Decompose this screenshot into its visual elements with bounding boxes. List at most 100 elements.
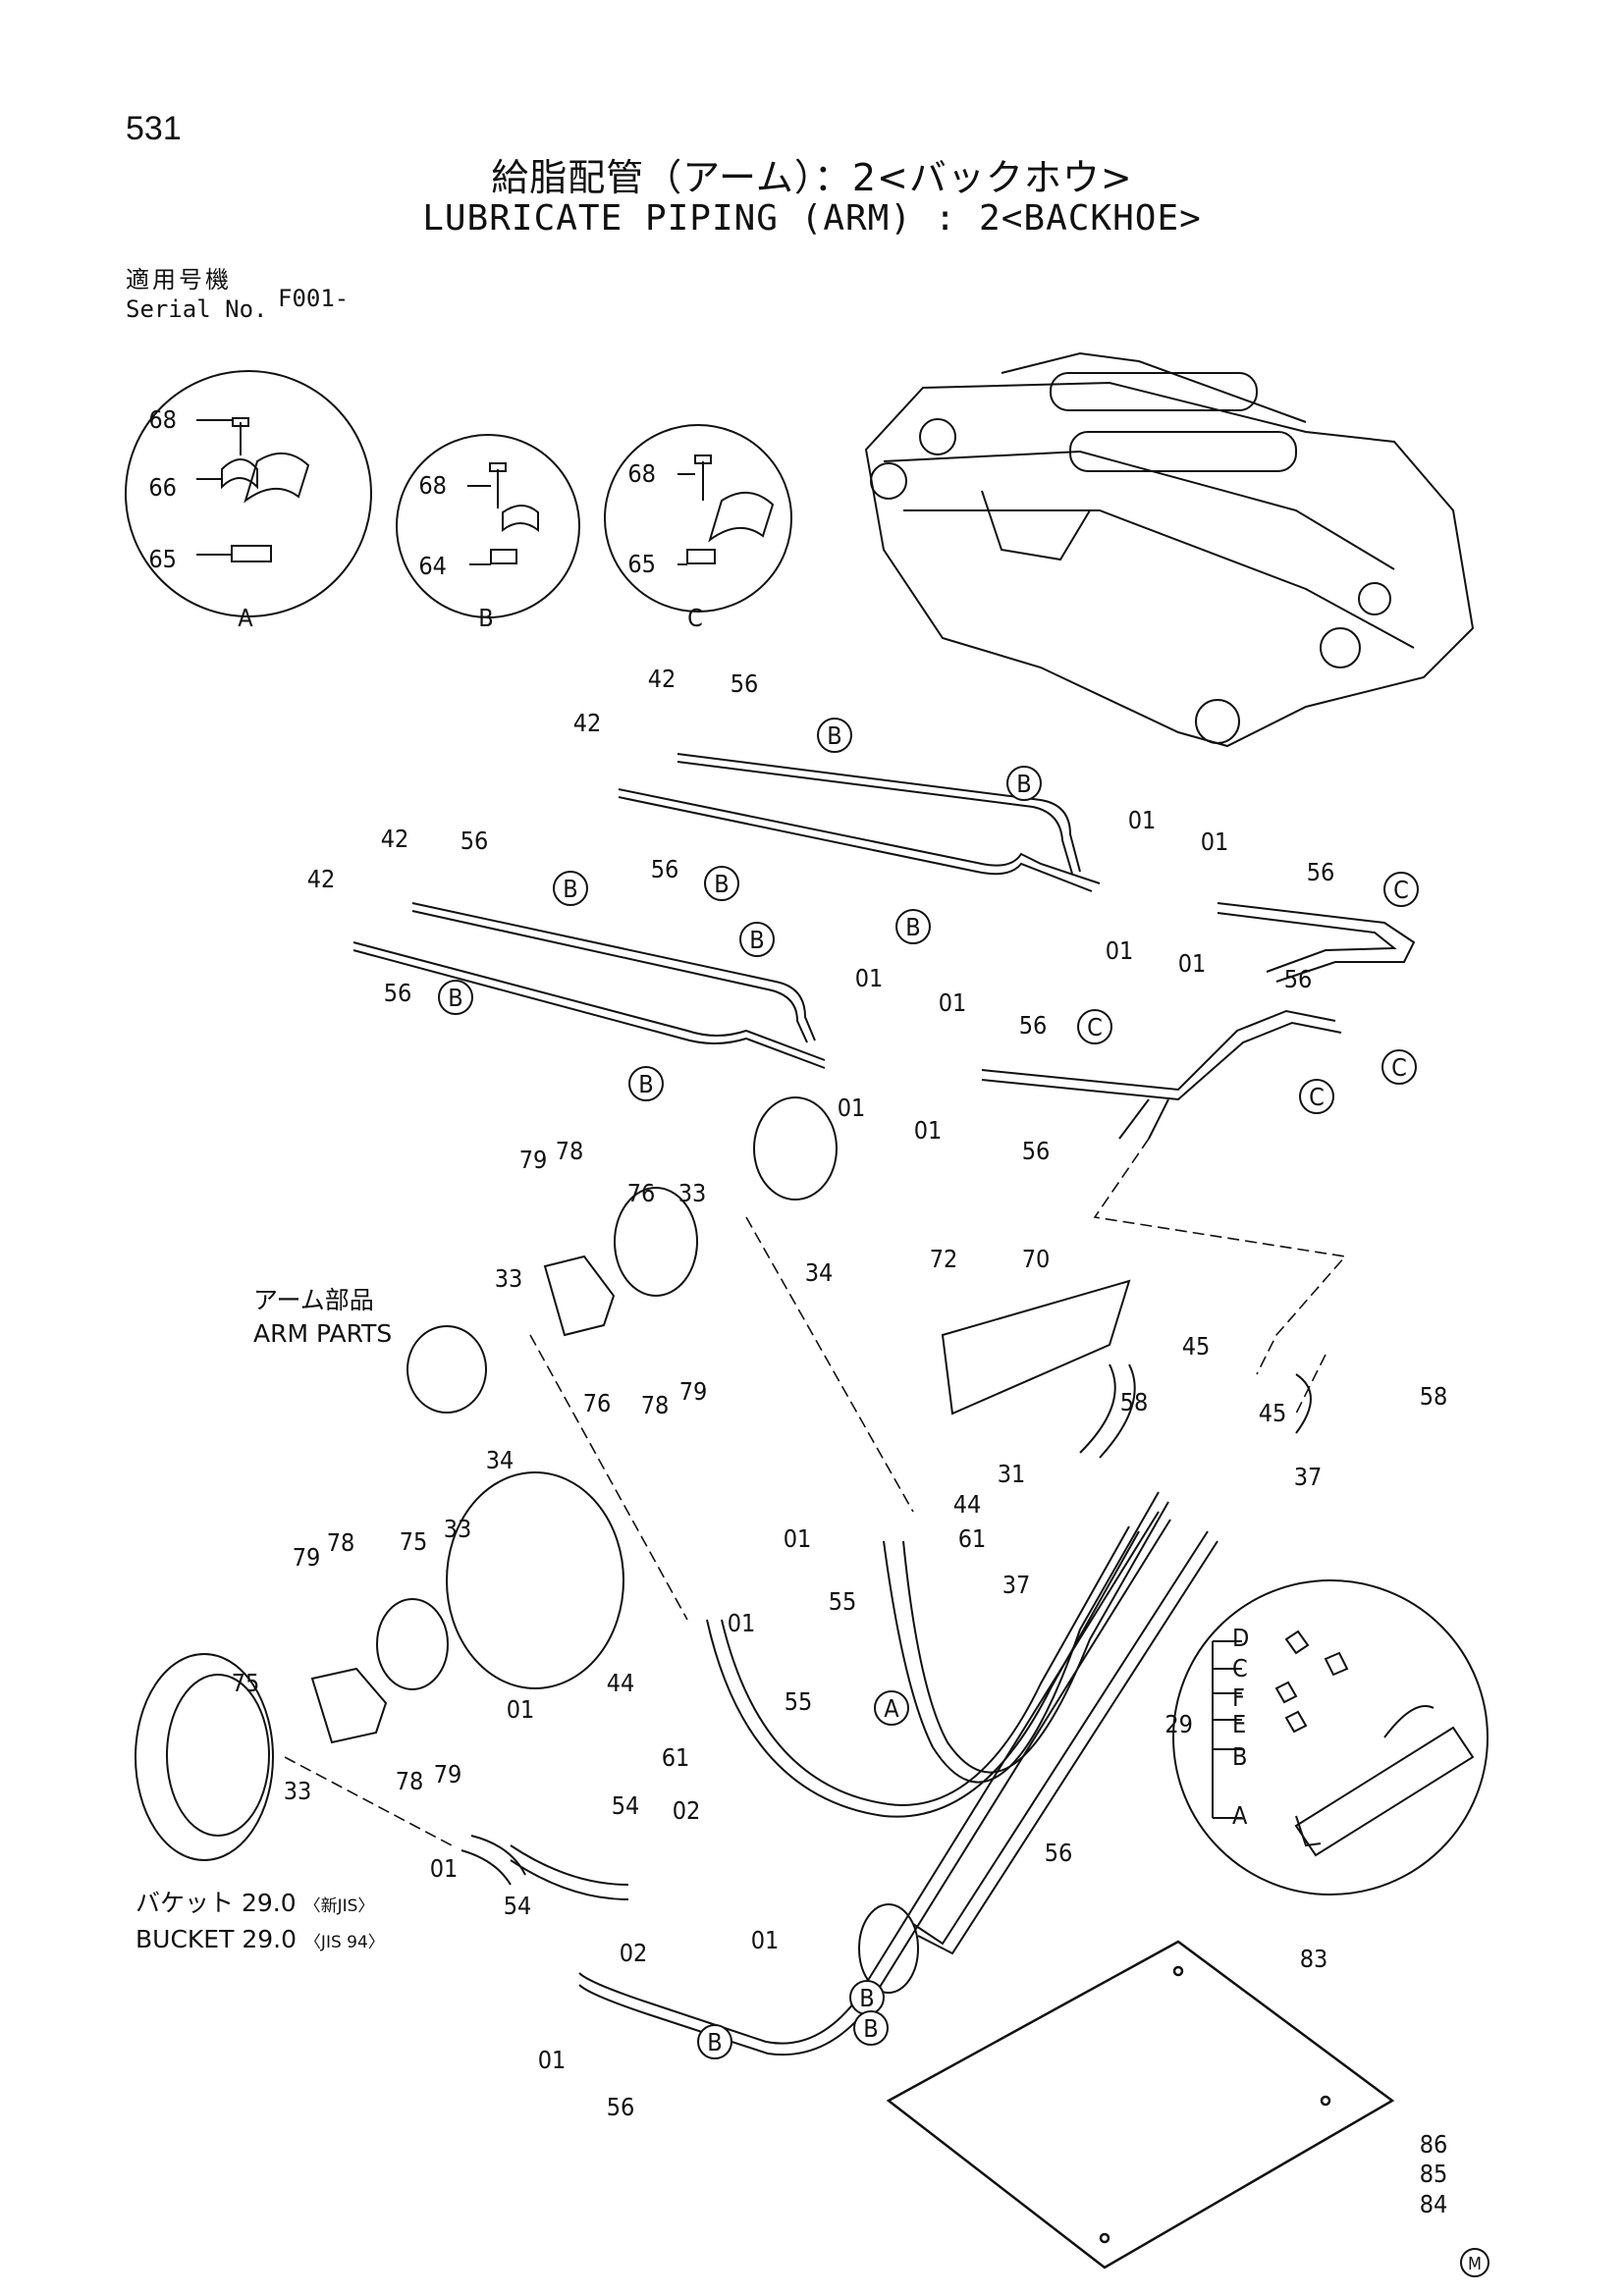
reference-circle-b-1-letter: B (827, 721, 841, 750)
detail-part-a-65: 65 (148, 545, 177, 573)
reference-circle-c-1-circle (1383, 872, 1419, 907)
part-number-55-1: 55 (829, 1587, 857, 1616)
reference-circle-b-7-circle (438, 980, 473, 1015)
page-title-japanese: 給脂配管（アーム）：2<バックホウ> (491, 156, 1133, 199)
part-number-70-1: 70 (1022, 1245, 1051, 1273)
assembly-29-letter-e-4: E (1232, 1710, 1246, 1738)
part-number-01-7: 01 (838, 1094, 866, 1122)
upper-pipe-assembly (352, 753, 1416, 1140)
serial-label-japanese: 適用号機 (126, 266, 232, 294)
part-number-31-1: 31 (998, 1460, 1026, 1488)
part-number-34-2: 34 (486, 1446, 514, 1474)
reference-circle-b-9-circle (697, 2024, 732, 2059)
middle-components (406, 1096, 1312, 1459)
page-number: 531 (126, 110, 182, 147)
part-number-33-4: 33 (284, 1777, 312, 1805)
part-number-56-3: 56 (460, 827, 489, 855)
bucket-note: バケット 29.0 〈新JIS〉 BUCKET 29.0 〈JIS 94〉 (135, 1887, 385, 1959)
reference-circle-b-3-circle (704, 866, 739, 901)
part-number-58-2: 58 (1420, 1382, 1448, 1411)
reference-circle-b-6-circle (739, 922, 775, 957)
reference-circle-b-5-circle (553, 871, 588, 906)
part-number-33-2: 33 (495, 1264, 523, 1293)
part-number-78-4: 78 (396, 1767, 424, 1795)
part-number-01-11: 01 (507, 1695, 535, 1724)
part-number-42-4: 42 (307, 865, 336, 893)
reference-circle-a-1-letter: A (884, 1694, 899, 1723)
part-number-75-2: 75 (232, 1669, 260, 1697)
part-number-76-1: 76 (627, 1179, 656, 1207)
serial-number-value: F001- (278, 285, 350, 312)
reference-circle-b-5-letter: B (563, 875, 577, 903)
reference-circle-b-10-letter: B (859, 1984, 874, 2012)
part-number-83-1: 83 (1300, 1945, 1328, 1973)
part-number-44-2: 44 (607, 1669, 635, 1697)
detail-view-letter-a: A (238, 604, 253, 632)
part-number-78-1: 78 (556, 1137, 584, 1165)
part-number-34-1: 34 (805, 1258, 834, 1287)
part-number-54-2: 54 (504, 1892, 532, 1920)
detail-part-a-68: 68 (148, 405, 177, 434)
part-number-01-4: 01 (1178, 949, 1207, 978)
assembly-29-letter-a-6: A (1232, 1801, 1248, 1830)
detail-part-b-68: 68 (418, 471, 447, 500)
reference-circle-b-11-letter: B (863, 2014, 878, 2043)
bucket-standard-jp: 〈新JIS〉 (303, 1896, 375, 1916)
bucket-label-jp: バケット 29.0 (135, 1889, 297, 1917)
part-number-01-12: 01 (430, 1854, 459, 1883)
part-number-01-10: 01 (728, 1609, 756, 1637)
reference-circle-b-1-circle (817, 718, 852, 753)
part-number-75-1: 75 (400, 1527, 428, 1556)
serial-label-english: Serial No. (126, 295, 268, 323)
part-number-85-1: 85 (1420, 2160, 1448, 2188)
part-number-76-2: 76 (583, 1389, 612, 1417)
detail-view-letter-c: C (687, 604, 703, 632)
m-mark: M (1460, 2248, 1489, 2277)
reference-circle-b-2-letter: B (1016, 770, 1031, 798)
reference-circle-b-4-letter: B (905, 913, 920, 941)
part-number-72-1: 72 (930, 1245, 958, 1273)
page-title-english: LUBRICATE PIPING (ARM) : 2<BACKHOE> (422, 198, 1202, 239)
part-number-01-1: 01 (1128, 806, 1157, 834)
reference-circle-c-1-letter: C (1393, 876, 1409, 904)
reference-circle-a-1-circle (874, 1690, 909, 1726)
part-number-01-6: 01 (939, 988, 967, 1017)
part-number-58-1: 58 (1120, 1388, 1149, 1416)
part-number-56-10: 56 (607, 2093, 635, 2121)
part-number-61-1: 61 (958, 1524, 987, 1553)
part-number-42-3: 42 (381, 825, 409, 853)
part-number-56-7: 56 (1019, 1011, 1048, 1040)
part-number-01-9: 01 (784, 1524, 812, 1553)
part-number-02-2: 02 (620, 1939, 648, 1967)
part-number-56-6: 56 (1284, 965, 1313, 993)
arm-structure (864, 351, 1475, 748)
lower-hose-bundle (578, 1491, 1218, 2056)
assembly-29-letter-c-2: C (1232, 1654, 1248, 1682)
reference-circle-b-7-letter: B (448, 984, 462, 1012)
part-number-37-1: 37 (1294, 1463, 1323, 1491)
part-number-02-1: 02 (673, 1796, 701, 1825)
part-number-79-1: 79 (519, 1146, 548, 1174)
assembly-29-letter-b-5: B (1232, 1742, 1247, 1771)
part-number-84-1: 84 (1420, 2190, 1448, 2218)
part-number-33-1: 33 (678, 1179, 707, 1207)
part-number-54-1: 54 (612, 1791, 640, 1820)
reference-circle-b-8-letter: B (638, 1070, 653, 1098)
reference-circle-c-2-circle (1381, 1049, 1417, 1085)
reference-circle-c-4-circle (1299, 1079, 1334, 1114)
part-number-61-2: 61 (662, 1743, 690, 1772)
part-number-37-2: 37 (1002, 1571, 1031, 1599)
arm-parts-label-en: ARM PARTS (253, 1319, 393, 1348)
part-number-56-9: 56 (1045, 1839, 1073, 1867)
part-number-78-2: 78 (641, 1391, 670, 1419)
dashed-guide-lines (284, 1138, 1347, 1846)
reference-circle-c-3-letter: C (1087, 1013, 1103, 1041)
part-number-55-2: 55 (785, 1687, 813, 1716)
reference-circle-b-4-circle (895, 909, 931, 944)
detail-part-b-64: 64 (418, 552, 447, 580)
part-number-45-2: 45 (1259, 1399, 1287, 1427)
part-number-01-14: 01 (538, 2046, 567, 2074)
detail-part-c-68: 68 (627, 459, 656, 488)
part-number-56-1: 56 (731, 669, 759, 698)
reference-circle-b-9-letter: B (707, 2028, 722, 2056)
